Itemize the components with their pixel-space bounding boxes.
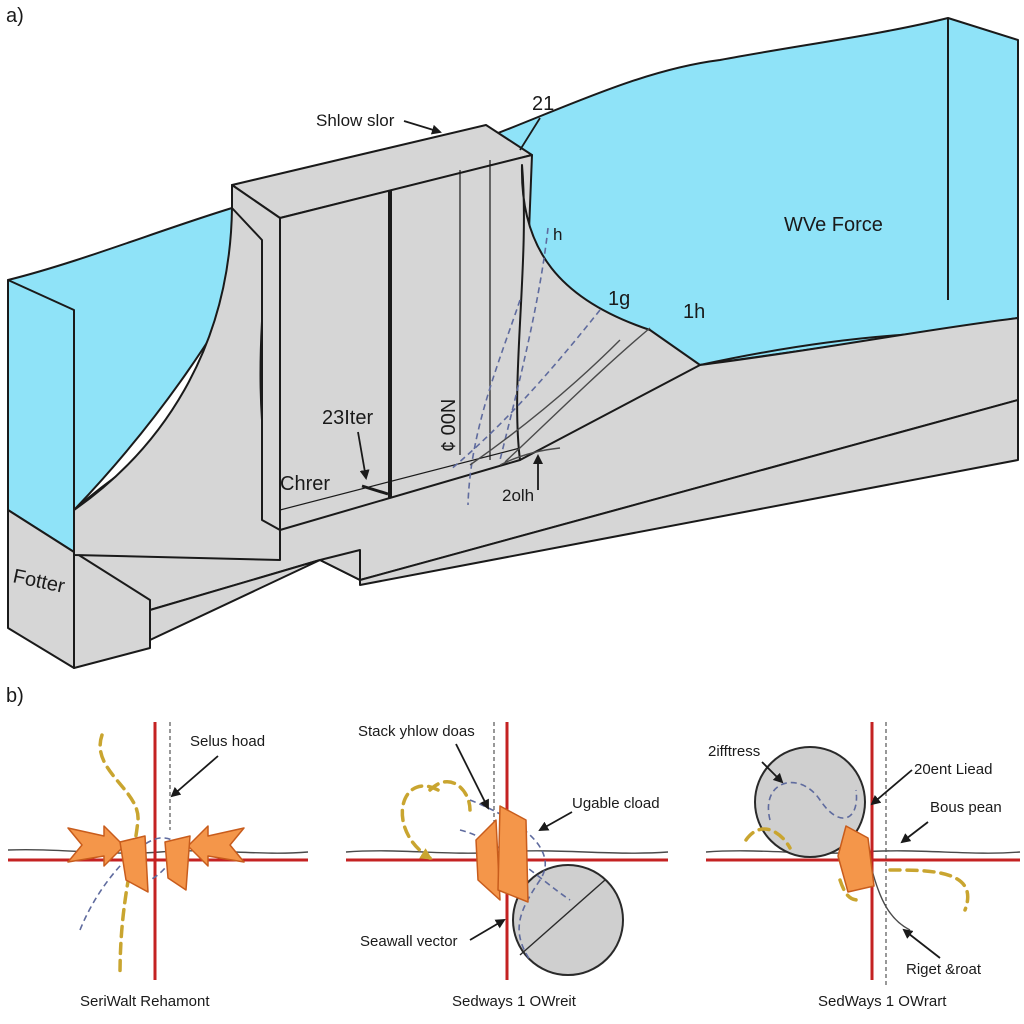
label-stack-yhlow-doas: Stack yhlow doas [358,723,475,740]
pointer-selus-hoad [170,755,219,798]
force-block-right [164,835,191,891]
gold-dashed-path [98,733,140,977]
label-ugable-cload: Ugable cload [572,795,660,812]
boulder-line [519,879,606,956]
pointer-stack [455,743,489,810]
panel-a: a) Fotter [6,5,1019,669]
base-side-face [73,399,1019,669]
force-block [497,805,529,903]
pointer-shlow-slor [403,120,442,135]
caption-subpanel-3: SedWays 1 OWrart [818,993,947,1010]
subpanel-2: Stack yhlow doas Ugable cload Seawall ve… [345,722,669,1010]
label-riget-roat: Riget &roat [906,961,982,978]
flow-lines [449,227,651,506]
label-selus-hoad: Selus hoad [190,733,265,750]
gold-dashed-path [888,868,970,912]
force-block-left [119,835,149,893]
right-wall-curve [516,164,701,461]
left-water-body [7,207,269,553]
central-tower [231,124,533,531]
left-water-front [7,279,75,553]
pointer-chrer [361,484,389,496]
label-2ifftress: 2ifftress [708,743,760,760]
label-1h: 1h [683,301,705,323]
panel-b-letter: b) [6,685,24,707]
label-1g: 1g [608,288,630,310]
subpanel-1: Selus hoad SeriWalt Rehamont [7,722,309,1010]
force-arrow-left [67,825,125,867]
force-block [837,825,875,893]
label-shlow-slor: Shlow slor [316,111,395,130]
pointer-23iter [357,431,370,480]
surface-line [7,849,309,854]
label-seawall-vector: Seawall vector [360,933,458,950]
label-21: 21 [532,93,554,115]
label-h: h [553,225,562,244]
pointer-bous-pean [900,821,929,844]
pointer-20ent [870,769,913,806]
panel-b: b) Selus hoad SeriWalt Rehamont [6,685,1021,1010]
blue-dashed-path [459,829,571,901]
label-chrer: Chrer [280,473,330,495]
label-bous-pean: Bous pean [930,799,1002,816]
flow-line [871,869,911,931]
pointer-2ifftress [761,761,784,784]
flow-line [499,227,549,461]
pointer-seawall-vector [469,918,506,941]
gold-dashed-path [744,827,792,850]
label-vertical-note: ¢ 00N [438,399,460,452]
flow-line [504,327,651,463]
pointer-riget [902,928,941,959]
label-20ent-liead: 20ent Liead [914,761,992,778]
caption-subpanel-1: SeriWalt Rehamont [80,993,210,1010]
gold-dashed-path [400,784,440,860]
pointer-21 [519,117,541,151]
boulder [512,864,624,976]
blue-dashed-path [767,781,858,821]
label-2olh: 2olh [502,486,534,505]
subpanel-3: 2ifftress 20ent Liead Bous pean Riget &r… [705,722,1021,1010]
panel-a-letter: a) [6,5,24,27]
pointer-ugable [538,811,573,831]
label-wave-force: WVe Force [784,214,883,236]
flow-line [467,299,521,506]
force-arrow-right [187,825,245,867]
force-block [475,819,501,901]
flow-line [499,447,561,466]
gold-dashed-path [838,878,860,902]
label-23iter: 23Iter [322,407,373,429]
gold-dashed-path [428,780,472,812]
flow-line [449,309,601,471]
tower-side [231,184,281,531]
caption-subpanel-2: Sedways 1 OWreit [452,993,577,1010]
flow-line [469,339,621,466]
